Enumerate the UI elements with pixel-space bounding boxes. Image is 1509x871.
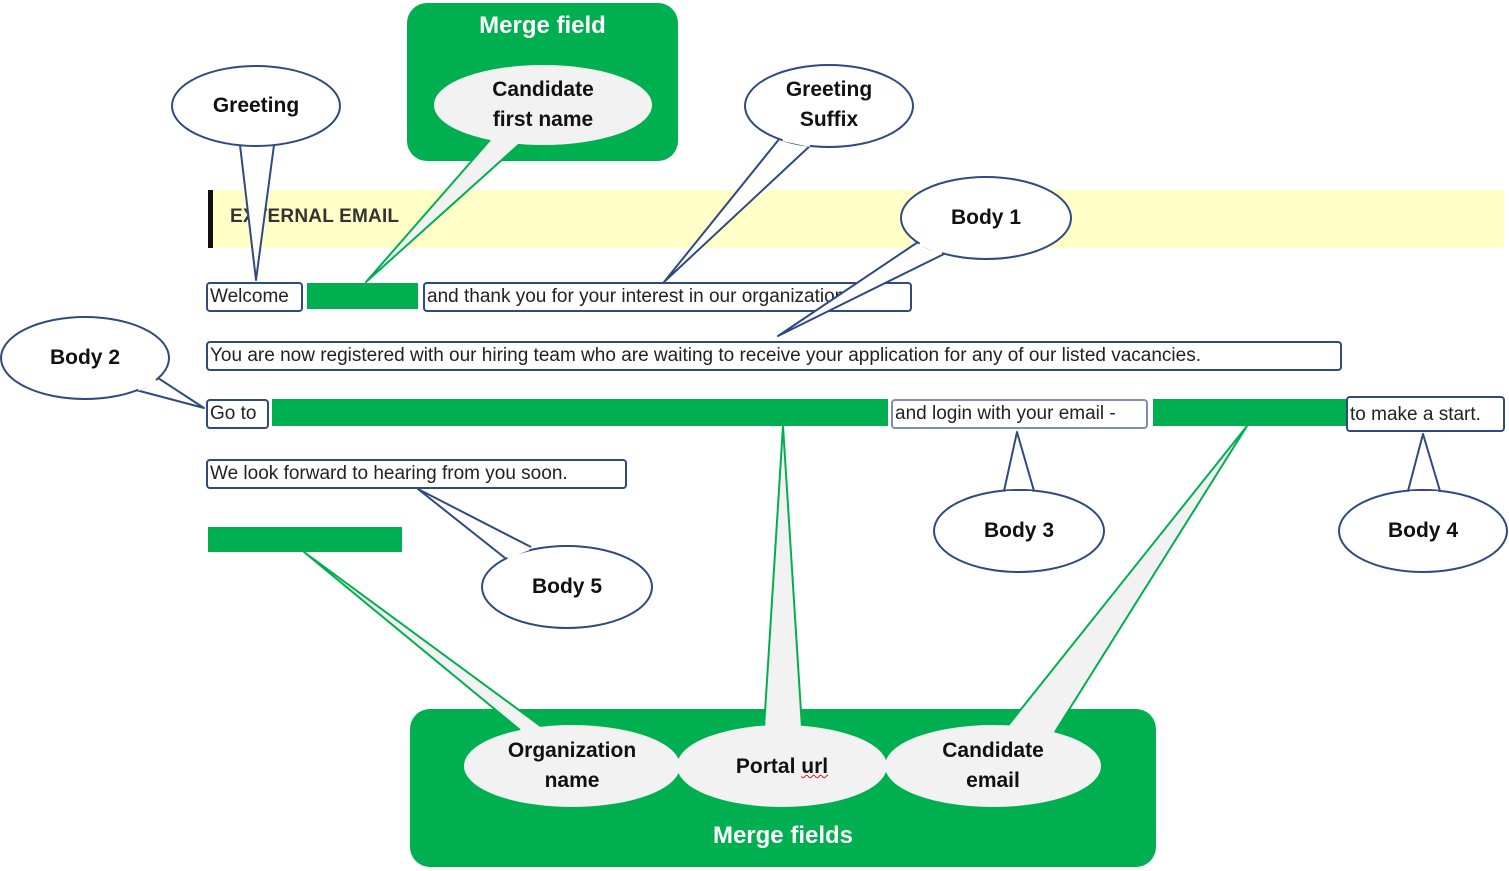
candidate-email-field	[1153, 399, 1346, 426]
candidate-email-line2: email	[966, 769, 1020, 792]
body3-segment: and login with your email -	[891, 399, 1148, 429]
portal-url-field	[272, 399, 888, 426]
body3-callout	[933, 431, 1105, 573]
merge-field-title: Merge field	[479, 12, 606, 39]
greeting-callout	[171, 65, 341, 281]
candidate-email-label: Candidate email	[886, 736, 1100, 796]
portal-url-word2: url	[801, 755, 829, 778]
banner-accent-bar	[208, 190, 213, 248]
greeting-suffix-line1: Greeting	[785, 78, 873, 101]
portal-url-label: Portal url	[678, 751, 886, 783]
body4-segment: to make a start.	[1346, 396, 1505, 432]
body2-segment: Go to	[206, 399, 269, 429]
greeting-suffix-line2: Suffix	[799, 108, 859, 131]
organization-name-callout	[303, 551, 680, 807]
candidate-first-name-field	[307, 283, 418, 309]
body2-callout-label: Body 2	[49, 346, 120, 369]
external-email-label: EXTERNAL EMAIL	[230, 206, 400, 227]
portal-url-word1: Portal	[735, 755, 796, 778]
candidate-first-name-line2: first name	[492, 108, 594, 131]
candidate-first-name-callout	[365, 65, 652, 283]
body1-callout	[777, 176, 1072, 337]
greeting-suffix-callout	[663, 64, 914, 283]
merge-fields-title: Merge fields	[712, 822, 854, 849]
body5-callout-label: Body 5	[531, 575, 602, 598]
body5-segment: We look forward to hearing from you soon…	[206, 459, 627, 489]
organization-name-label: Organization name	[465, 736, 679, 796]
body1-callout-label: Body 1	[950, 206, 1021, 229]
body2-callout	[0, 316, 205, 409]
candidate-email-line1: Candidate	[942, 739, 1044, 762]
candidate-first-name-label: Candidate first name	[435, 75, 651, 135]
greeting-suffix-callout-label: Greeting Suffix	[745, 75, 913, 135]
body4-callout-label: Body 4	[1387, 519, 1458, 542]
body4-callout	[1338, 433, 1508, 573]
candidate-email-callout	[885, 425, 1248, 807]
body3-callout-label: Body 3	[983, 519, 1054, 542]
candidate-first-name-line1: Candidate	[492, 78, 594, 101]
body1-segment: You are now registered with our hiring t…	[206, 341, 1342, 371]
body5-callout	[417, 488, 653, 629]
greeting-callout-label: Greeting	[212, 94, 300, 117]
organization-name-field	[208, 527, 402, 552]
greeting-segment: Welcome	[206, 282, 303, 312]
organization-name-line1: Organization	[507, 739, 637, 762]
organization-name-line2: name	[544, 769, 600, 792]
portal-url-callout	[677, 425, 887, 807]
